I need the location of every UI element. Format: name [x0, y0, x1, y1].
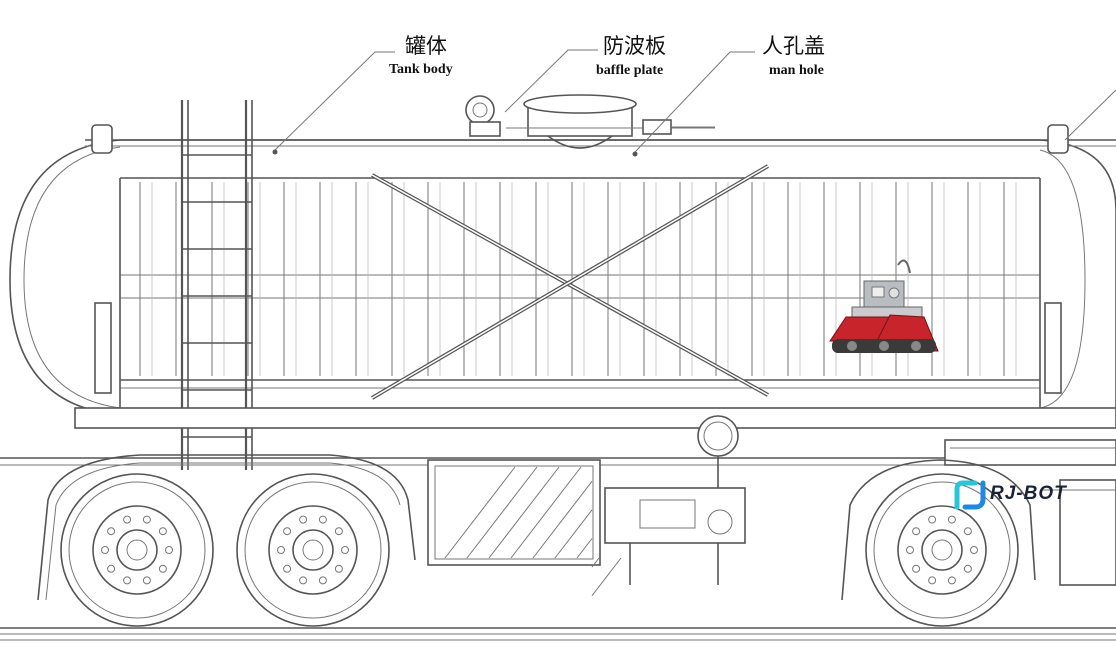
vent-valve — [465, 95, 501, 137]
wheel-bolt — [318, 576, 327, 585]
toolbox-hatch — [554, 509, 593, 559]
wheel-bolt — [283, 564, 292, 573]
rj-bot-logo-icon — [954, 480, 986, 510]
toolbox-hatch — [591, 557, 600, 568]
toolbox-hatch — [444, 466, 516, 559]
toolbox — [427, 459, 622, 597]
tank-body-label-en: Tank body — [389, 62, 453, 77]
tank-shell — [9, 139, 1116, 416]
wheel-bolt — [107, 527, 116, 536]
wheel-bolt — [158, 527, 167, 536]
wheel-bolt — [947, 515, 956, 524]
crawler-robot — [829, 259, 939, 353]
wheel-bolt — [334, 527, 343, 536]
wheel-bolt — [158, 564, 167, 573]
wheel-bolt — [142, 515, 151, 524]
wheel-bolt — [928, 515, 937, 524]
baffle-cross — [370, 164, 770, 400]
wheel-bolt — [947, 576, 956, 585]
man-hole-label-en: man hole — [769, 63, 824, 78]
wheel-bolt — [334, 564, 343, 573]
wheel-bolt — [165, 546, 173, 554]
wheel-bolt — [123, 515, 132, 524]
wheel — [60, 473, 214, 627]
manhole-dome — [506, 94, 715, 149]
chassis — [0, 407, 1116, 466]
manhole-cover — [642, 119, 715, 135]
wheel-bolt — [318, 515, 327, 524]
baffle-plate-label-en: baffle plate — [596, 63, 664, 78]
wheel-bolt — [912, 527, 921, 536]
wheel-bolt — [107, 564, 116, 573]
ground — [0, 627, 1116, 641]
wheel-bolt — [963, 564, 972, 573]
wheel-bolt — [299, 515, 308, 524]
toolbox-hatch — [576, 538, 593, 559]
brand-name: RJ-BOT — [990, 483, 1067, 504]
wheel-bolt — [906, 546, 914, 554]
tractor-frame — [1040, 479, 1116, 586]
toolbox-hatch — [532, 480, 593, 559]
mudguards — [37, 454, 1036, 601]
wheel — [865, 473, 1019, 627]
leader-lines — [272, 49, 1116, 157]
tank-lugs — [91, 124, 1069, 394]
wheel-bolt — [912, 564, 921, 573]
wheel — [236, 473, 390, 627]
wheel-bolt — [299, 576, 308, 585]
pump-unit — [604, 415, 746, 585]
tank-body-label-zh: 罐体 — [405, 34, 447, 58]
wheel-bolt — [277, 546, 285, 554]
man-hole-label-zh: 人孔盖 — [762, 34, 825, 58]
toolbox-hatch — [591, 557, 622, 597]
toolbox-hatch — [510, 466, 582, 559]
tank-ribs — [139, 182, 1017, 376]
wheel-bolt — [970, 546, 978, 554]
toolbox-hatch — [466, 466, 538, 559]
wheel-bolt — [123, 576, 132, 585]
baffle-plate-label-zh: 防波板 — [603, 34, 666, 58]
wheel-bolt — [142, 576, 151, 585]
wheels — [60, 473, 1019, 627]
toolbox-hatch — [488, 466, 560, 559]
wheel-bolt — [928, 576, 937, 585]
wheel-bolt — [101, 546, 109, 554]
wheel-bolt — [283, 527, 292, 536]
wheel-bolt — [341, 546, 349, 554]
wheel-bolt — [963, 527, 972, 536]
